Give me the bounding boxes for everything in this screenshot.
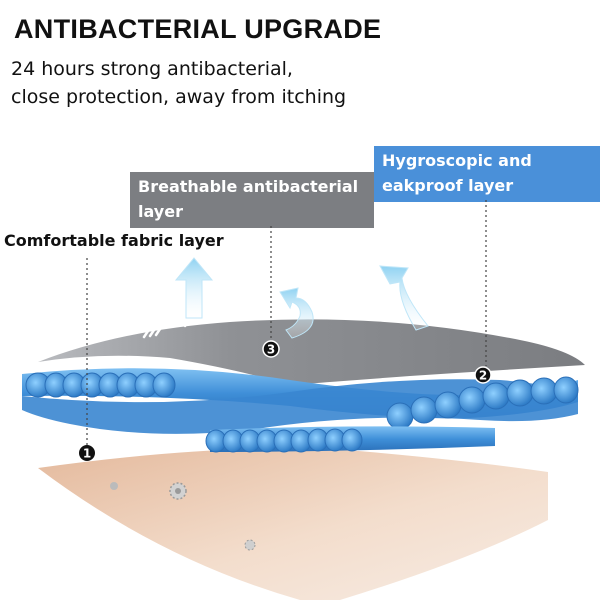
subtitle-line-2: close protection, away from itching [11,86,347,108]
breathable-label-line-1: Breathable antibacterial [138,177,359,196]
airflow-arrow-icon-straight [174,257,214,319]
fiber-bundle-lower [205,426,495,453]
svg-text:2: 2 [479,369,487,383]
hygroscopic-layer-label-box: Hygroscopic and eakproof layer [374,146,600,202]
fabric-layer-shape [38,448,548,600]
subtitle-line-1: 24 hours strong antibacterial, [11,58,293,80]
page-title: ANTIBACTERIAL UPGRADE [14,14,382,44]
breathable-layer-label-box: Breathable antibacterial layer [130,172,374,228]
marker-1: 1 [79,445,95,461]
hygroscopic-label-line-1: Hygroscopic and [382,151,532,170]
fiber-bundle-upper [22,368,579,434]
airflow-arrow-icon-curved [379,265,429,331]
breathable-layer-shape [38,319,585,385]
marker-2: 2 [474,366,492,384]
svg-text:3: 3 [267,343,275,357]
marker-3: 3 [262,340,280,358]
breathable-label-line-2: layer [138,202,183,221]
hygroscopic-label-line-2: eakproof layer [382,176,514,195]
svg-text:1: 1 [83,447,91,461]
germ-icon-group [110,482,256,551]
comfortable-layer-label: Comfortable fabric layer [4,231,224,250]
airflow-arrow-icon-swirl [279,287,314,339]
